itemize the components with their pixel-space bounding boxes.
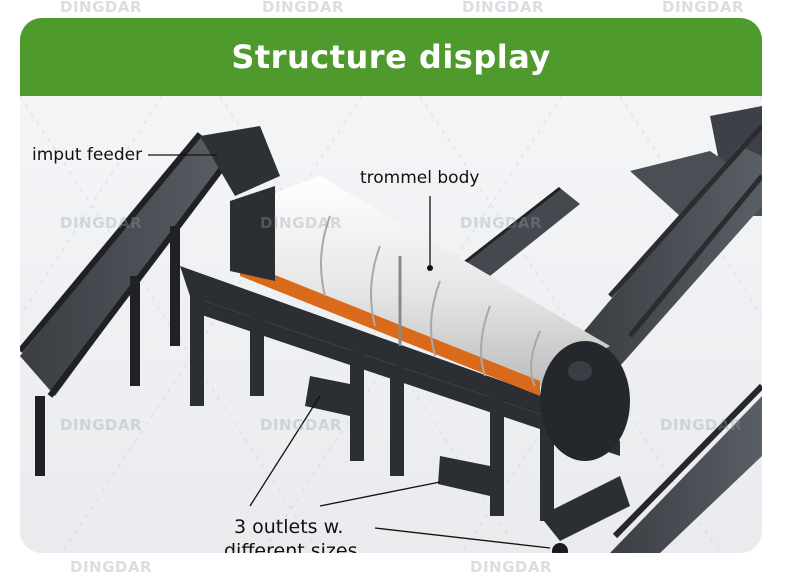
watermark-text: DINGDAR <box>70 558 153 575</box>
machine-illustration: DINGDAR DINGDAR DINGDAR DINGDAR DINGDAR … <box>20 96 762 553</box>
watermark-text: DINGDAR <box>260 214 343 232</box>
feeder-label: imput feeder <box>32 145 143 165</box>
input-feeder-conveyor <box>20 126 280 476</box>
trommel-machine-drawing <box>20 96 762 553</box>
watermark-text: DINGDAR <box>662 0 745 16</box>
header-banner: Structure display <box>20 18 762 96</box>
page-title: Structure display <box>231 38 551 76</box>
trommel-body-label: trommel body <box>360 168 480 188</box>
middle-back-conveyor <box>459 186 580 284</box>
watermark-text: DINGDAR <box>60 0 143 16</box>
annotation-dot <box>427 265 433 271</box>
watermark-text: DINGDAR <box>60 214 143 232</box>
outlets-label-line1: 3 outlets w. <box>234 516 344 538</box>
watermark-text: DINGDAR <box>660 416 743 434</box>
watermark-text: DINGDAR <box>460 214 543 232</box>
watermark-text: DINGDAR <box>262 0 345 16</box>
watermark-text: DINGDAR <box>60 416 143 434</box>
annotation-lines <box>148 154 551 549</box>
machine-frame <box>180 266 630 541</box>
watermark-text: DINGDAR <box>462 0 545 16</box>
watermark-text: DINGDAR <box>470 558 553 575</box>
trommel-drum <box>230 176 630 461</box>
display-card: Structure display <box>20 18 762 553</box>
right-conveyor-bottom <box>610 383 762 553</box>
right-conveyor-top <box>580 106 762 366</box>
outlet-marker <box>552 543 568 553</box>
watermark-text: DINGDAR <box>260 416 343 434</box>
outlets-label-line2: different sizes <box>224 540 358 553</box>
